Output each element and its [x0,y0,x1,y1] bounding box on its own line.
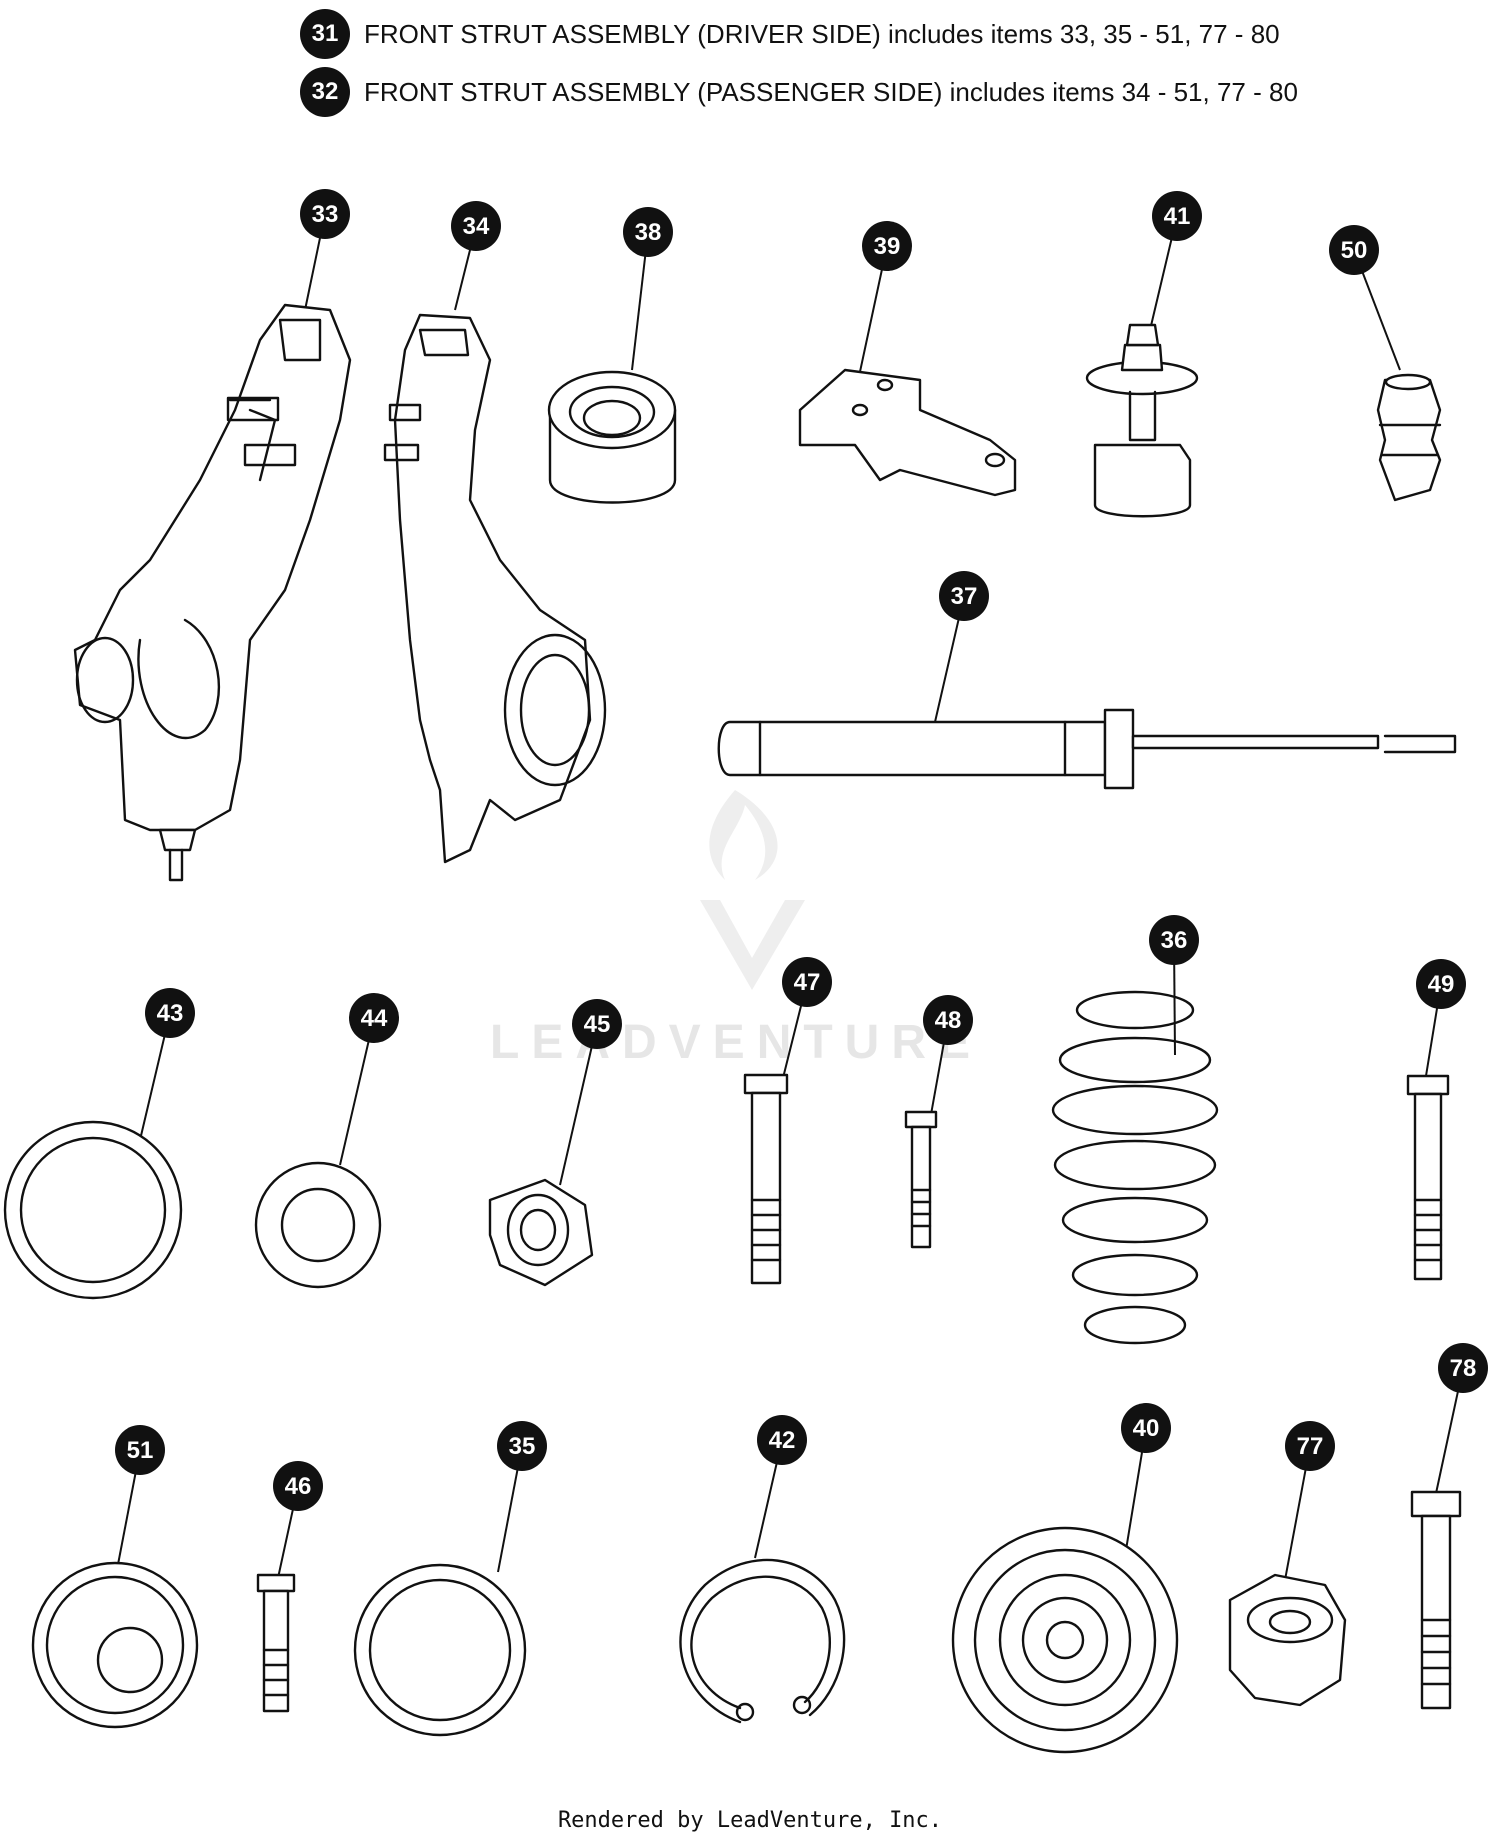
part-78-bolt [1410,1490,1462,1710]
callout-label: 43 [157,1000,184,1027]
callout-38: 38 [623,207,673,257]
callout-label: 51 [127,1437,154,1464]
part-35-washer [353,1563,527,1737]
callout-label: 44 [361,1005,388,1032]
callout-label: 48 [935,1007,962,1034]
callout-50: 50 [1329,225,1379,275]
callout-37: 37 [939,571,989,621]
callout-label: 38 [635,219,662,246]
callout-label: 77 [1297,1433,1324,1460]
part-43-washer-large [3,1120,183,1300]
callout-label: 49 [1428,971,1455,998]
callout-label: 42 [769,1427,796,1454]
watermark-text: LEADVENTURE [490,1016,983,1069]
callout-label: 46 [285,1473,312,1500]
part-41-strut-mount [1085,323,1199,518]
watermark-logo [700,790,805,990]
part-44-washer [254,1161,382,1289]
callout-49: 49 [1416,959,1466,1009]
callout-label: 45 [584,1011,611,1038]
callout-44: 44 [349,993,399,1043]
leader-lines [114,213,1464,1581]
part-51-spacer [31,1561,199,1729]
callout-34: 34 [451,201,501,251]
callout-42: 42 [757,1415,807,1465]
callout-label: 40 [1133,1415,1160,1442]
callout-label: 34 [463,213,490,240]
callout-label: 36 [1161,927,1188,954]
part-34-steering-knuckle-passenger [383,313,607,864]
callout-label: 33 [312,201,339,228]
part-38-bushing [547,370,677,504]
part-40-spring-seat [951,1526,1179,1754]
legend-text: FRONT STRUT ASSEMBLY (PASSENGER SIDE) in… [364,76,1298,107]
part-48-bolt [904,1110,938,1249]
callout-43: 43 [145,988,195,1038]
part-33-steering-knuckle-driver [73,303,352,882]
callout-33: 33 [300,189,350,239]
part-39-mount-bracket [798,368,1017,497]
callout-47: 47 [782,957,832,1007]
legend-row-31: 31 FRONT STRUT ASSEMBLY (DRIVER SIDE) in… [300,8,1280,60]
callout-label: 35 [509,1433,536,1460]
callouts: 33 34 38 39 41 50 37 43 44 45 47 48 36 49 51 46 35 42 40 77… [115,189,1488,1511]
part-49-bolt [1406,1074,1450,1281]
callout-41: 41 [1152,191,1202,241]
callout-label: 39 [874,233,901,260]
callout-77: 77 [1285,1421,1335,1471]
callout-label: 41 [1164,203,1191,230]
callout-40: 40 [1121,1403,1171,1453]
callout-label: 78 [1450,1355,1477,1382]
legend-badge: 31 [300,9,350,59]
part-46-bolt [256,1573,296,1713]
legend-text: FRONT STRUT ASSEMBLY (DRIVER SIDE) inclu… [364,18,1280,49]
callout-36: 36 [1149,915,1199,965]
callout-46: 46 [273,1461,323,1511]
callout-48: 48 [923,995,973,1045]
footer-text: Rendered by LeadVenture, Inc. [557,1808,943,1833]
part-45-hex-nut [488,1178,594,1287]
callout-39: 39 [862,221,912,271]
callout-78: 78 [1438,1343,1488,1393]
callout-45: 45 [572,999,622,1049]
callout-label: 47 [794,969,821,996]
part-50-bump-stop [1376,373,1442,502]
callout-35: 35 [497,1421,547,1471]
callout-label: 37 [951,583,978,610]
part-77-flange-nut [1228,1573,1347,1707]
callout-51: 51 [115,1425,165,1475]
part-47-bolt [743,1073,789,1285]
part-37-strut-rod [717,708,1457,790]
part-42-snap-ring [679,1558,846,1724]
part-36-coil-spring [1051,990,1219,1345]
legend-badge: 32 [300,67,350,117]
callout-label: 50 [1341,237,1368,264]
legend-row-32: 32 FRONT STRUT ASSEMBLY (PASSENGER SIDE)… [300,66,1298,118]
